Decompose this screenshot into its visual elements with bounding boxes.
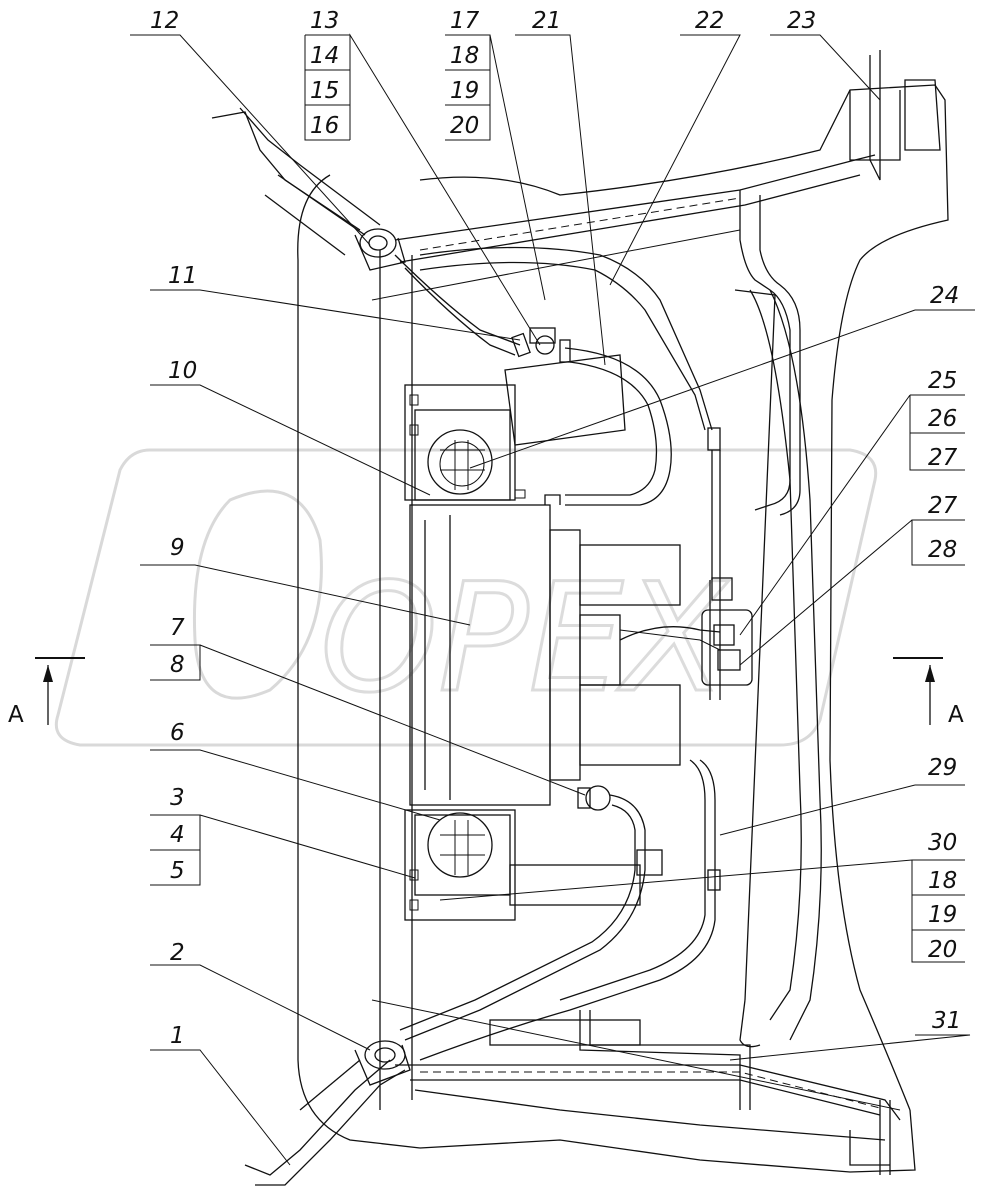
part-label: 6 bbox=[170, 720, 185, 746]
upper-hose bbox=[211, 107, 521, 356]
watermark-text: OPEX bbox=[320, 552, 729, 726]
top-duct bbox=[394, 50, 941, 516]
leader-lines bbox=[130, 33, 975, 1166]
part-label: 11 bbox=[168, 263, 197, 289]
part-label: 28 bbox=[928, 537, 957, 563]
part-label: 8 bbox=[170, 652, 185, 678]
watermark: OPEX bbox=[54, 448, 878, 747]
lower-pipe bbox=[399, 580, 721, 1061]
part-label: 7 bbox=[170, 615, 185, 641]
section-markers: A A bbox=[8, 657, 964, 728]
part-label: 22 bbox=[695, 8, 724, 34]
part-label: 3 bbox=[170, 785, 185, 811]
upper-fan bbox=[404, 384, 526, 501]
part-label: 5 bbox=[170, 858, 185, 884]
part-label: 29 bbox=[928, 755, 957, 781]
part-label: 27 bbox=[928, 445, 958, 471]
lower-fan bbox=[404, 809, 641, 921]
part-label: 16 bbox=[310, 113, 339, 139]
part-label: 23 bbox=[787, 8, 816, 34]
part-label: 18 bbox=[928, 868, 957, 894]
part-label: 19 bbox=[928, 902, 957, 928]
part-label: 19 bbox=[450, 78, 479, 104]
part-label: 31 bbox=[932, 1008, 961, 1034]
part-label: 27 bbox=[928, 493, 958, 519]
part-label: 30 bbox=[928, 830, 957, 856]
part-label: 9 bbox=[170, 535, 185, 561]
part-label: 2 bbox=[170, 940, 185, 966]
section-label-right: A bbox=[948, 702, 964, 728]
part-label: 25 bbox=[928, 368, 957, 394]
right-rails bbox=[734, 289, 822, 1048]
part-label: 20 bbox=[450, 113, 479, 139]
part-label: 14 bbox=[310, 43, 339, 69]
part-label: 12 bbox=[150, 8, 179, 34]
connector-13 bbox=[504, 327, 626, 446]
part-label: 20 bbox=[928, 937, 957, 963]
part-label: 17 bbox=[450, 8, 480, 34]
part-label: 26 bbox=[928, 406, 957, 432]
bottom-duct bbox=[395, 1010, 901, 1175]
part-label: 13 bbox=[310, 8, 339, 34]
part-label: 4 bbox=[170, 822, 185, 848]
lower-hose bbox=[244, 1040, 411, 1186]
part-labels: 12 13 14 15 16 17 18 19 20 21 22 23 11 2… bbox=[150, 8, 961, 1049]
part-label: 21 bbox=[532, 8, 561, 34]
connector-25 bbox=[701, 577, 753, 686]
part-label: 1 bbox=[170, 1023, 185, 1049]
part-label: 18 bbox=[450, 43, 479, 69]
part-label: 24 bbox=[930, 283, 959, 309]
heater-unit bbox=[409, 494, 721, 806]
part-label: 10 bbox=[168, 358, 197, 384]
part-label: 15 bbox=[310, 78, 339, 104]
section-label-left: A bbox=[8, 702, 24, 728]
pipe-21 bbox=[419, 246, 721, 580]
